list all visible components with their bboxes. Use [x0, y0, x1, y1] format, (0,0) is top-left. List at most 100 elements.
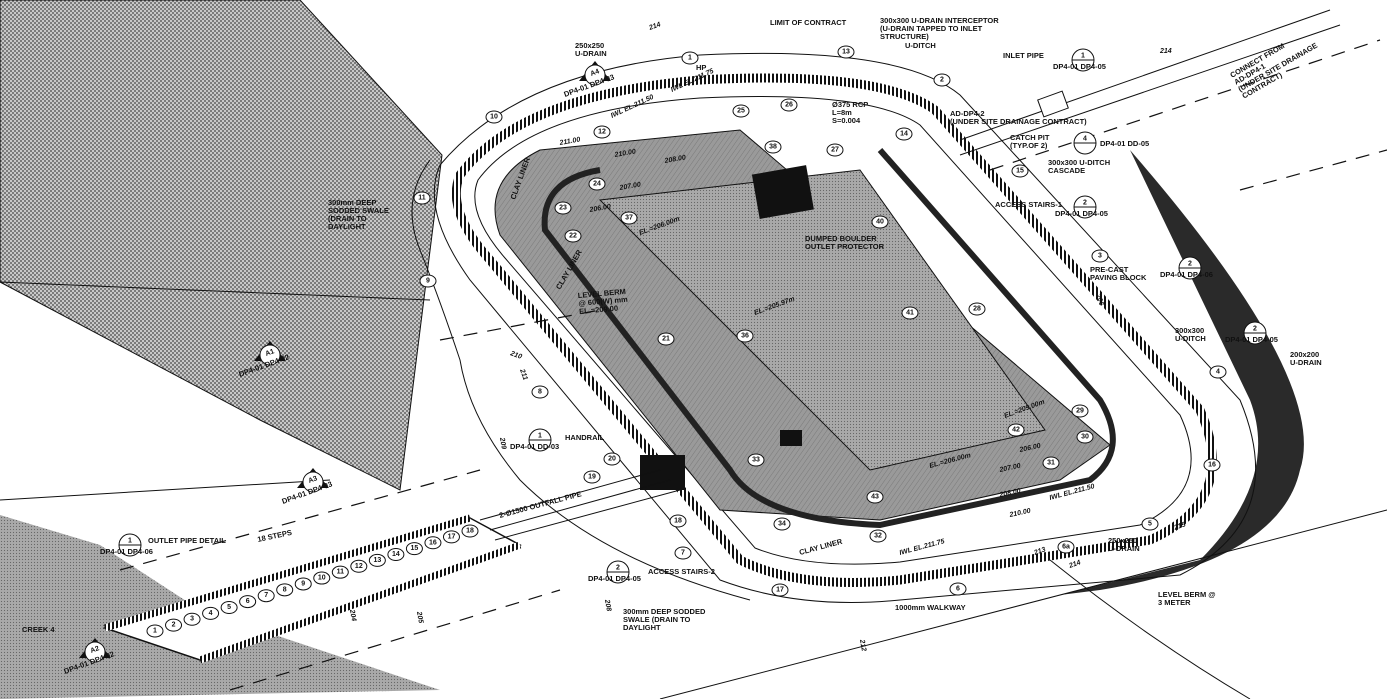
callout-number-bubble [1203, 458, 1221, 472]
step-number-bubble [424, 536, 442, 550]
note-interceptor: (U-DRAIN TAPPED TO INLET [880, 24, 983, 33]
callout-number-bubble [949, 582, 967, 596]
note-precast: PAVING BLOCK [1090, 273, 1147, 282]
note-rcp: Ø375 RCP [832, 100, 868, 109]
note-u-drain-250-top: U-DRAIN [575, 49, 607, 58]
note-interceptor: 300x300 U-DRAIN INTERCEPTOR [880, 16, 999, 25]
callout-number: 15 [1016, 168, 1024, 175]
step-number-bubble [183, 612, 201, 626]
elevation-label: IWL EL.211.75 [899, 538, 946, 557]
note-swale-bottom: DAYLIGHT [623, 623, 661, 632]
detail-reference-bubble: 1 [118, 533, 142, 557]
note-level-berm-600: EL.=209.00 [579, 304, 619, 316]
callout-number-bubble [583, 470, 601, 484]
callout-number: 34 [778, 521, 786, 528]
elevation-label: 206 [1094, 292, 1105, 306]
callout-number-bubble [657, 332, 675, 346]
inner-access-road [474, 96, 1192, 565]
outer-ditch-line [433, 52, 1257, 603]
callout-number-bubble [669, 514, 687, 528]
step-number-bubble [276, 583, 294, 597]
dumped-boulder-outlet-protector [751, 165, 814, 219]
elevation-label: 206.00 [1018, 443, 1041, 455]
callout-number: 27 [831, 147, 839, 154]
callout-number-bubble [593, 125, 611, 139]
callout-number-bubble [564, 229, 582, 243]
callout-number-bubble [732, 104, 750, 118]
note-limit-of-contract: LIMIT OF CONTRACT [770, 18, 847, 27]
callout-number-bubble [736, 329, 754, 343]
step-number: 12 [355, 563, 363, 570]
note-u-drain-200: U-DRAIN [1290, 358, 1322, 367]
step-number: 17 [448, 533, 456, 540]
note-swale-bottom: SWALE (DRAIN TO [623, 615, 691, 624]
step-number-bubble [202, 606, 220, 620]
detail-sheet: DP4-01 DP4-06 [100, 547, 153, 556]
note-outfall-pipe: 2-Ø1500 OUTFALL PIPE [498, 489, 582, 520]
callout-number-bubble [588, 177, 606, 191]
callout-number: 12 [598, 129, 606, 136]
callout-number-bubble [1011, 164, 1029, 178]
step-number: 13 [373, 557, 381, 564]
callout-number: 25 [737, 108, 745, 115]
step-number: 6 [246, 598, 250, 605]
detail-reference-bubble: 2 [1178, 256, 1202, 280]
step-number-bubble [461, 524, 479, 538]
elevation-label: 210 [508, 350, 522, 361]
callout-number-bubble [674, 546, 692, 560]
callout-number: 6 [956, 586, 960, 593]
callout-number: 43 [871, 494, 879, 501]
callout-number-bubble [1071, 404, 1089, 418]
callout-number-bubble [869, 529, 887, 543]
note-access-stairs-2: ACCESS STAIRS-2 [648, 567, 715, 576]
callout-number: 9 [426, 278, 430, 285]
note-u-drain-250-bottom: 250x250 [1108, 536, 1137, 545]
detail-number: 2 [1188, 261, 1192, 268]
step-number: 8 [283, 586, 287, 593]
section-id: A3 [308, 475, 319, 485]
creek-area [0, 515, 440, 699]
callout-number: 21 [662, 336, 670, 343]
callout-number: 42 [1012, 427, 1020, 434]
section-marker: A2 [79, 638, 111, 663]
elevation-label: 212 [858, 638, 867, 652]
u-ditch-ring [451, 73, 1217, 587]
elevation-label: 211.00 [558, 136, 581, 147]
detail-number: 1 [1081, 53, 1085, 60]
callout-number: 23 [559, 205, 567, 212]
note-swale-left: SODDED SWALE [328, 206, 389, 215]
outlet-structure [640, 455, 685, 490]
callout-number: 3 [1098, 253, 1102, 260]
detail-number: 4 [1083, 136, 1087, 143]
callout-number-bubble [1057, 540, 1075, 554]
callout-number-bubble [1076, 430, 1094, 444]
outlet-block [780, 430, 802, 446]
detail-number: 2 [616, 565, 620, 572]
elevation-label: 207.00 [998, 463, 1021, 475]
callout-number: 2 [940, 77, 944, 84]
elevation-label: 215 [1172, 521, 1186, 532]
note-swale-left: 300mm DEEP [328, 198, 376, 207]
step-number: 18 [466, 528, 474, 535]
step-number: 3 [190, 616, 194, 623]
note-interceptor: STRUCTURE) [880, 32, 929, 41]
elevation-label: IWL EL.211.50 [610, 94, 655, 120]
note-inlet-pipe: INLET PIPE [1003, 51, 1044, 60]
note-outlet-pipe-detail: OUTLET PIPE DETAIL [148, 536, 226, 545]
detail-sheet: DP4-01 DP4-05 [588, 574, 641, 583]
step-number-bubble [257, 589, 275, 603]
step-number-bubble [313, 571, 331, 585]
callout-number: 19 [588, 474, 596, 481]
outer-berm-dark [1060, 150, 1304, 595]
elevation-label: 208.00 [998, 488, 1021, 500]
callout-number: 18 [674, 518, 682, 525]
callout-number: 8 [538, 389, 542, 396]
callout-number-bubble [1007, 423, 1025, 437]
callout-number: 6a [1062, 544, 1070, 551]
callout-number-bubble [747, 453, 765, 467]
note-boulder: OUTLET PROTECTOR [805, 242, 885, 251]
step-number: 9 [301, 580, 305, 587]
